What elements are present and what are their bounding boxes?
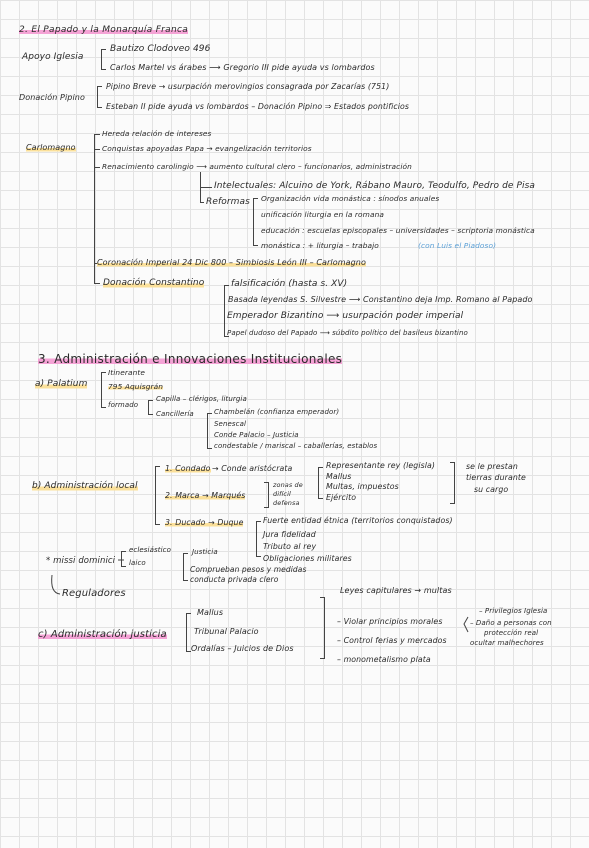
- aquisgran-text: 795 Aquisgrán: [108, 382, 164, 391]
- ocultar-text: ocultar malhechores: [470, 639, 544, 647]
- obligaciones-text: Obligaciones militares: [263, 554, 352, 563]
- control-text: – Control ferias y mercados: [337, 636, 447, 645]
- bracket-local: [155, 466, 160, 525]
- zonas-1: zonas de: [273, 481, 303, 489]
- dano-1-text: – Daño a personas con: [470, 619, 552, 627]
- bracket-constantino: [224, 285, 229, 337]
- dano-2-text: protección real: [484, 629, 539, 637]
- ordalias-text: Ordalías – Juicios de Dios: [191, 644, 294, 653]
- condestable-text: condestable / mariscal – caballerías, es…: [214, 442, 378, 450]
- coronacion-text: Coronación Imperial 24 Dic 800 – Simbios…: [97, 258, 366, 267]
- jura-text: Jura fidelidad: [263, 530, 316, 539]
- capilla-text: Capilla – clérigos, liturgia: [156, 395, 247, 403]
- papel-text: Papel dudoso del Papado ⟶ súbdito políti…: [227, 329, 468, 337]
- privilegios-text: – Privilegios Iglesia: [479, 607, 548, 615]
- zonas-3: defensa: [273, 499, 300, 507]
- section-3-title: 3. Administración e Innovaciones Institu…: [38, 352, 343, 366]
- eclesiastico-text: eclesiástico: [129, 546, 171, 554]
- senescal-text: Senescal: [214, 420, 247, 428]
- reformas-label: Reformas: [206, 197, 250, 207]
- itinerante-text: Itinerante: [108, 368, 146, 377]
- esteban-text: Esteban II pide ayuda vs lombardos – Don…: [106, 102, 410, 111]
- laico-text: laico: [129, 559, 146, 567]
- comprueban-text: Comprueban pesos y medidas: [190, 565, 307, 574]
- condado-text: 1. Condado: [165, 464, 211, 473]
- se-le-text: se le prestan: [466, 462, 518, 471]
- carlomagno-label: Carlomagno: [26, 143, 76, 152]
- formado-text: formado: [108, 401, 139, 409]
- carlomagno-vline: [94, 134, 95, 284]
- bracket-reformas: [253, 198, 258, 246]
- bracket-palatium: [101, 372, 106, 408]
- renacimiento-text: Renacimiento carolingio ⟶ aumento cultur…: [102, 162, 412, 171]
- falsificacion-text: falsificación (hasta s. XV): [231, 279, 348, 289]
- educacion-text: educación : escuelas episcopales – unive…: [261, 226, 535, 235]
- bautizo-text: Bautizo Clodoveo 496: [110, 44, 211, 54]
- conde-palacio-text: Conde Palacio – Justicia: [214, 431, 299, 439]
- unificacion-text: unificación liturgia en la romana: [261, 210, 385, 219]
- su-cargo-text: su cargo: [474, 485, 509, 494]
- donacion-pipino-label: Donación Pipino: [19, 93, 85, 102]
- palatium-label: a) Palatium: [35, 379, 88, 389]
- conquistas-text: Conquistas apoyadas Papa → evangelizació…: [102, 144, 312, 153]
- bracket-apoyo: [101, 49, 106, 70]
- ejercito-text: Ejército: [326, 493, 357, 502]
- leyes-capitulares-text: Leyes capitulares → multas: [340, 586, 452, 595]
- intelectuales-text: Intelectuales: Alcuino de York, Rábano M…: [214, 181, 536, 191]
- marca-text: 2. Marca → Marqués: [165, 491, 246, 500]
- mallus-text: Mallus: [326, 472, 352, 481]
- fuerte-text: Fuerte entidad étnica (territorios conqu…: [263, 516, 453, 525]
- zonas-2: difícil: [273, 490, 291, 498]
- representante-text: Representante rey (legisla): [326, 461, 436, 470]
- cancilleria-text: Cancillería: [156, 410, 194, 418]
- multas-text: Multas, impuestos: [326, 482, 399, 491]
- hereda-text: Hereda relación de intereses: [102, 129, 212, 138]
- violar-text: – Violar principios morales: [337, 617, 443, 626]
- tierras-text: tierras durante: [466, 473, 526, 482]
- tributo-text: Tributo al rey: [263, 542, 317, 551]
- luis-piadoso-note: (con Luis el Piadoso): [418, 241, 497, 250]
- missi-dominici-label: * missi dominici: [46, 556, 116, 566]
- donacion-constantino-label: Donación Constantino: [103, 278, 205, 288]
- monometalismo-text: – monometalismo plata: [337, 655, 431, 664]
- justicia-text: Justicia: [192, 548, 218, 556]
- bracket-donacion: [97, 86, 102, 108]
- organizacion-text: Organización vida monástica : sínodos an…: [261, 194, 440, 203]
- conducta-text: conducta privada clero: [190, 575, 279, 584]
- ducado-text: 3. Ducado → Duque: [165, 518, 244, 527]
- emperador-text: Emperador Bizantino ⟶ usurpación poder i…: [227, 311, 464, 321]
- chambelan-text: Chambelán (confianza emperador): [214, 408, 340, 416]
- c-mallus-text: Mallus: [197, 608, 224, 617]
- basada-text: Basada leyendas S. Silvestre ⟶ Constanti…: [228, 295, 533, 304]
- pipino-text: Pipino Breve → usurpación merovingios co…: [106, 82, 390, 91]
- carlos-martel-text: Carlos Martel vs árabes ⟶ Gregorio III p…: [110, 63, 375, 72]
- reguladores-text: Reguladores: [62, 588, 126, 599]
- administracion-local-label: b) Administración local: [32, 481, 138, 491]
- conde-aristocrata-text: → Conde aristócrata: [212, 464, 293, 473]
- bracket-justicia: [186, 613, 191, 652]
- monastica-text: monástica : + liturgia – trabajo: [261, 241, 379, 250]
- section-2-title: 2. El Papado y la Monarquía Franca: [19, 25, 189, 35]
- apoyo-iglesia-label: Apoyo Iglesia: [22, 52, 84, 62]
- administracion-justicia-label: c) Administración justicia: [38, 629, 167, 640]
- tribunal-text: Tribunal Palacio: [194, 627, 259, 636]
